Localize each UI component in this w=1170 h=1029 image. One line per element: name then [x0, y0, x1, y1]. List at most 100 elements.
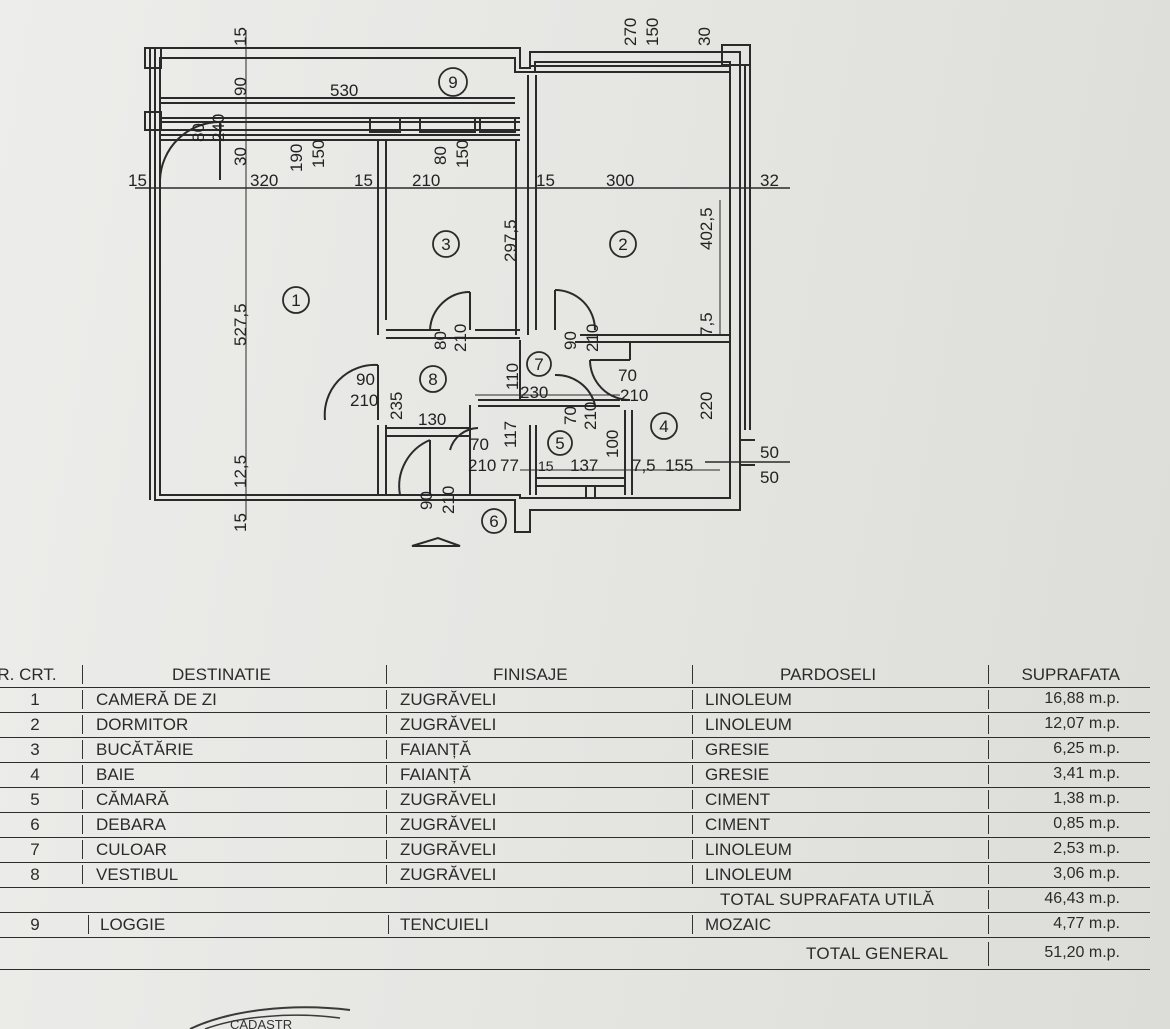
loggia-nr: 9 — [30, 915, 40, 934]
row-nr: 5 — [30, 790, 40, 809]
dim-150a: 150 — [309, 140, 328, 168]
row-nr: 7 — [30, 840, 40, 859]
dim-300: 300 — [606, 171, 634, 190]
column-separator — [386, 765, 387, 784]
column-separator — [692, 715, 693, 734]
table-header: R. CRT. DESTINATIE FINISAJE PARDOSELI SU… — [0, 662, 1150, 688]
column-separator — [82, 740, 83, 759]
dim-50b: 50 — [760, 468, 779, 487]
row-suprafata: 3,41 m.p. — [1053, 765, 1120, 782]
column-separator — [386, 790, 387, 809]
column-separator — [692, 840, 693, 859]
column-separator — [386, 865, 387, 884]
row-destinatie: BAIE — [96, 765, 135, 784]
dim-90: 90 — [231, 77, 250, 96]
row-suprafata: 3,06 m.p. — [1053, 865, 1120, 882]
dim-530: 530 — [330, 81, 358, 100]
dim-240: 240 — [209, 114, 228, 142]
dim-door-210b: 210 — [583, 324, 602, 352]
column-separator — [692, 815, 693, 834]
dim-70b: 70 — [470, 435, 489, 454]
room-9-number: 9 — [448, 73, 457, 92]
dim-210e: 210 — [468, 456, 496, 475]
dim-527: 527,5 — [231, 303, 250, 346]
dim-402: 402,5 — [697, 207, 716, 250]
row-nr: 1 — [30, 690, 40, 709]
total-general-row: TOTAL GENERAL 51,20 m.p. — [0, 939, 1150, 970]
header-nr: R. CRT. — [0, 665, 57, 684]
dim-77: 77 — [500, 456, 519, 475]
row-destinatie: CAMERĂ DE ZI — [96, 690, 217, 709]
dim-150c: 150 — [643, 18, 662, 46]
column-separator — [988, 840, 989, 859]
total-general-label: TOTAL GENERAL — [806, 944, 949, 963]
row-suprafata: 2,53 m.p. — [1053, 840, 1120, 857]
row-pardoseli: LINOLEUM — [705, 865, 792, 884]
dim-235: 235 — [387, 392, 406, 420]
row-finisaje: ZUGRĂVELI — [400, 790, 497, 809]
loggia-row: 9 LOGGIE TENCUIELI MOZAIC 4,77 m.p. — [0, 912, 1150, 938]
dim-15b: 15 — [354, 171, 373, 190]
column-separator — [386, 715, 387, 734]
column-separator — [692, 690, 693, 709]
row-pardoseli: LINOLEUM — [705, 715, 792, 734]
dim-125: 12,5 — [231, 455, 250, 488]
dim-90b: 90 — [356, 370, 375, 389]
column-separator — [988, 715, 989, 734]
row-suprafata: 0,85 m.p. — [1053, 815, 1120, 832]
stamp-text: CADASTR — [230, 1017, 292, 1029]
dim-door-90: 90 — [561, 331, 580, 350]
column-separator — [386, 740, 387, 759]
column-separator — [82, 865, 83, 884]
row-pardoseli: GRESIE — [705, 740, 770, 759]
dim-210f: 210 — [620, 386, 648, 405]
dim-155: 155 — [665, 456, 693, 475]
dim-32: 32 — [760, 171, 779, 190]
dim-75a: 7,5 — [697, 312, 716, 336]
row-destinatie: CULOAR — [96, 840, 167, 859]
dim-130: 130 — [418, 410, 446, 429]
dim-90c: 90 — [417, 491, 436, 510]
dim-15a: 15 — [128, 171, 147, 190]
dim-70a: 70 — [561, 406, 580, 425]
column-separator — [386, 690, 387, 709]
dim-190: 190 — [287, 144, 306, 172]
loggia-dest: LOGGIE — [100, 915, 166, 934]
surface-table: R. CRT. DESTINATIE FINISAJE PARDOSELI SU… — [0, 656, 1170, 976]
dim-297: 297,5 — [501, 219, 520, 262]
row-suprafata: 12,07 m.p. — [1044, 715, 1120, 732]
dim-210d: 210 — [581, 402, 600, 430]
column-separator — [82, 765, 83, 784]
room-4-number: 4 — [659, 417, 668, 436]
room-2-number: 2 — [618, 235, 627, 254]
row-destinatie: CĂMARĂ — [96, 790, 169, 809]
loggia-pard: MOZAIC — [705, 915, 772, 934]
column-separator — [988, 790, 989, 809]
column-separator — [692, 865, 693, 884]
table-row: 5 CĂMARĂ ZUGRĂVELI CIMENT 1,38 m.p. — [0, 787, 1150, 813]
dim-210c: 210 — [350, 391, 378, 410]
row-nr: 3 — [30, 740, 40, 759]
row-pardoseli: LINOLEUM — [705, 690, 792, 709]
row-nr: 6 — [30, 815, 40, 834]
total-util-label: TOTAL SUPRAFATA UTILĂ — [720, 890, 935, 909]
header-suprafata: SUPRAFATA — [1021, 665, 1120, 684]
column-separator — [82, 815, 83, 834]
dim-top-15: 15 — [231, 27, 250, 46]
row-suprafata: 1,38 m.p. — [1053, 790, 1120, 807]
row-suprafata: 16,88 m.p. — [1044, 690, 1120, 707]
row-finisaje: ZUGRĂVELI — [400, 690, 497, 709]
column-separator — [82, 715, 83, 734]
total-util-row: TOTAL SUPRAFATA UTILĂ 46,43 m.p. — [0, 887, 1150, 913]
column-separator — [386, 815, 387, 834]
row-finisaje: FAIANȚĂ — [400, 765, 471, 784]
row-finisaje: FAIANȚĂ — [400, 740, 471, 759]
table-row: 1 CAMERĂ DE ZI ZUGRĂVELI LINOLEUM 16,88 m.p. — [0, 687, 1150, 713]
room-7-number: 7 — [534, 355, 543, 374]
dim-30a: 30 — [231, 147, 250, 166]
row-pardoseli: CIMENT — [705, 790, 771, 809]
row-pardoseli: LINOLEUM — [705, 840, 792, 859]
